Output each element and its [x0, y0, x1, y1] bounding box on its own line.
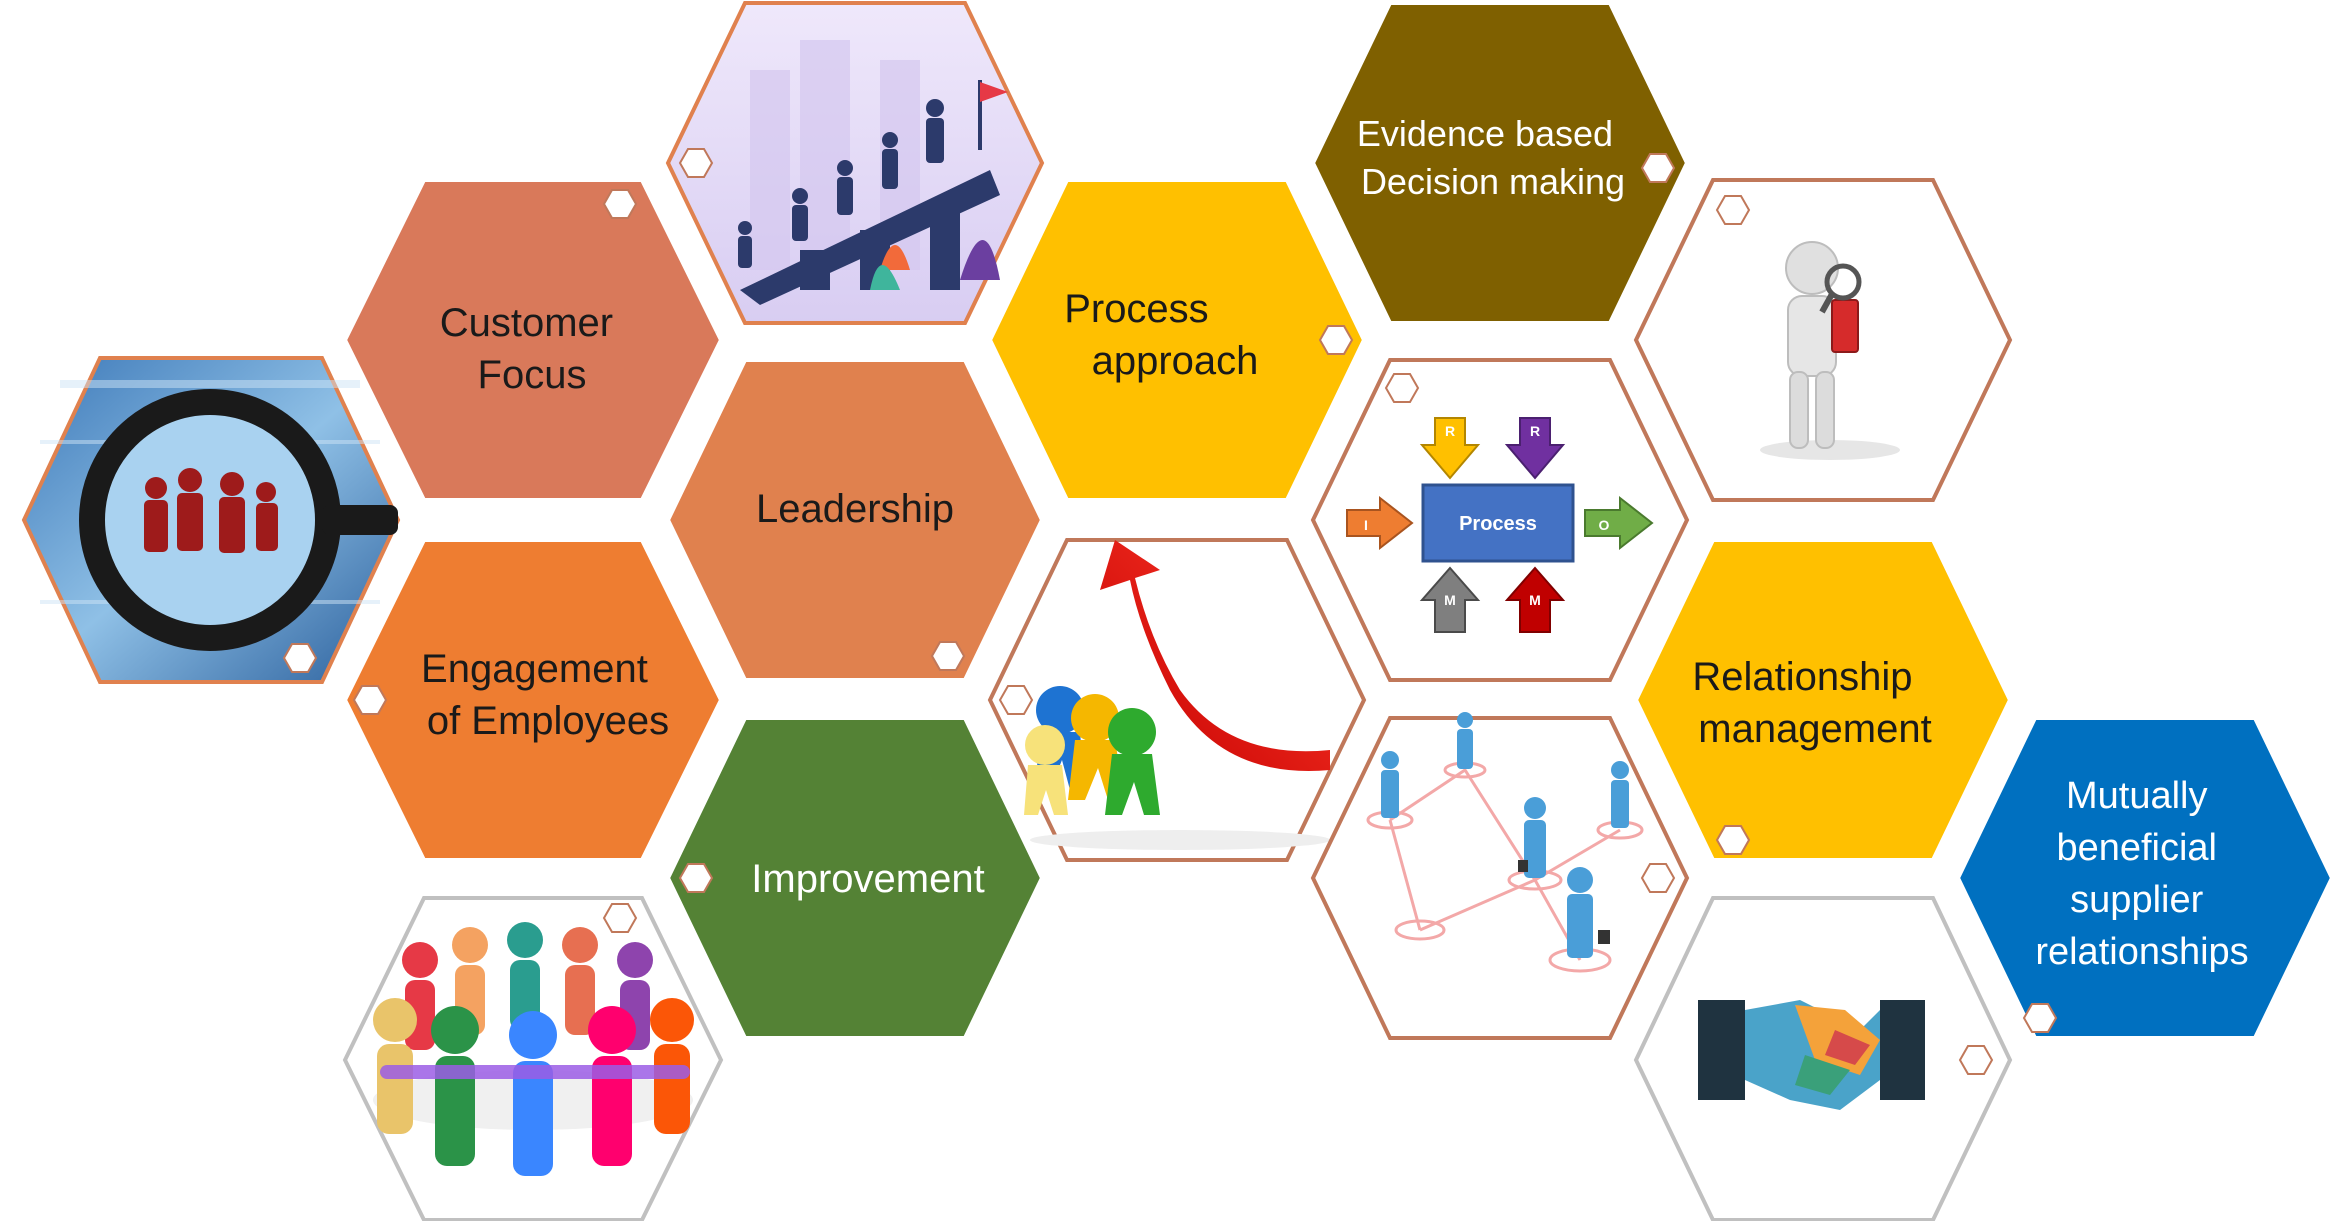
hexagon-marker-icon [1715, 825, 1751, 855]
business-network-picture [1366, 712, 1644, 973]
relationship-line-2: management [1698, 707, 1931, 751]
improvement-label: Improvement [751, 857, 984, 901]
evidence-line-2: Decision making [1361, 161, 1625, 202]
customer-focus-label: Customer Focus [440, 301, 625, 397]
output-label: O [1599, 517, 1610, 533]
hexagon-marker-icon [1318, 325, 1354, 355]
climbing-hexagon [665, 1, 1045, 325]
resource-label-2: R [1530, 423, 1540, 439]
customer-focus-line-1: Customer [440, 301, 613, 345]
magnifier-hexagon [21, 356, 401, 684]
climbing-team-picture [738, 40, 1008, 305]
resource-label-1: R [1445, 423, 1455, 439]
process-approach-label: Process approach [1064, 287, 1258, 383]
engagement-line-2: of Employees [427, 699, 669, 743]
input-label: I [1364, 517, 1368, 533]
hexagon-marker-icon [1640, 863, 1676, 893]
process-box [1421, 483, 1575, 563]
method-label-2: M [1529, 592, 1541, 608]
hexagon-marker-icon [602, 903, 638, 933]
team-circle-hexagon [342, 896, 724, 1221]
evidence-label: Evidence based Decision making [1357, 113, 1625, 202]
engagement-label: Engagement of Employees [421, 647, 669, 743]
handshake-picture [1698, 1000, 1925, 1110]
hexagon-marker-icon [998, 685, 1034, 715]
relationship-hexagon: Relationship management [1633, 538, 2013, 862]
method-arrow-red [1504, 566, 1566, 633]
hexagon-marker-icon [1958, 1045, 1994, 1075]
supplier-line-2: beneficial [2056, 827, 2217, 869]
magnifier-people-picture [40, 380, 398, 651]
resource-arrow-purple [1504, 417, 1566, 480]
customer-focus-line-2: Focus [478, 353, 587, 397]
hexagon-marker-icon [1715, 195, 1751, 225]
supplier-line-1: Mutually [2066, 775, 2208, 817]
hexagon-marker-icon [678, 863, 714, 893]
process-approach-line-2: approach [1092, 339, 1259, 383]
engagement-line-1: Engagement [421, 647, 648, 691]
growth-arrow-picture [1024, 540, 1330, 850]
engagement-hexagon: Engagement of Employees [342, 538, 724, 862]
process-box-label: Process [1459, 513, 1537, 535]
process-flow-diagram: Process R R I O M M [1346, 417, 1654, 633]
analyst-figure-picture [1760, 241, 1900, 460]
evidence-line-1: Evidence based [1357, 113, 1613, 154]
leadership-hexagon: Leadership [665, 358, 1045, 682]
input-arrow [1346, 495, 1414, 551]
process-diagram-hexagon: Process R R I O M M [1310, 358, 1690, 682]
customer-focus-hexagon: Customer Focus [342, 178, 724, 502]
supplier-label: Mutually beneficial supplier relationshi… [2035, 775, 2248, 973]
supplier-hexagon: Mutually beneficial supplier relationshi… [1955, 716, 2333, 1040]
improvement-hexagon: Improvement [665, 716, 1045, 1040]
leadership-label: Leadership [756, 487, 954, 531]
hexagon-marker-icon [678, 148, 714, 178]
evidence-hexagon: Evidence based Decision making [1310, 1, 1690, 325]
hexagon-marker-icon [1384, 373, 1420, 403]
relationship-label: Relationship management [1692, 655, 1931, 751]
handshake-hexagon [1633, 896, 2013, 1221]
network-hexagon [1310, 712, 1690, 1040]
hexagon-marker-icon [352, 685, 388, 715]
process-approach-line-1: Process [1064, 287, 1209, 331]
hexagon-marker-icon [2022, 1003, 2058, 1033]
growth-arrow-hexagon [987, 538, 1367, 862]
hexagon-marker-icon [930, 641, 966, 671]
team-circle-picture [373, 922, 694, 1176]
hexagon-marker-icon [282, 643, 318, 673]
relationship-line-1: Relationship [1692, 655, 1912, 699]
resource-arrow-yellow [1419, 417, 1481, 480]
supplier-line-4: relationships [2035, 931, 2248, 973]
supplier-line-3: supplier [2070, 879, 2203, 921]
method-arrow-grey [1419, 566, 1481, 633]
hexagon-marker-icon [602, 189, 638, 219]
method-label-1: M [1444, 592, 1456, 608]
process-approach-hexagon: Process approach [987, 178, 1367, 502]
analyst-hexagon [1633, 178, 2013, 502]
output-arrow [1584, 495, 1654, 551]
hexagon-marker-icon [1640, 153, 1676, 183]
